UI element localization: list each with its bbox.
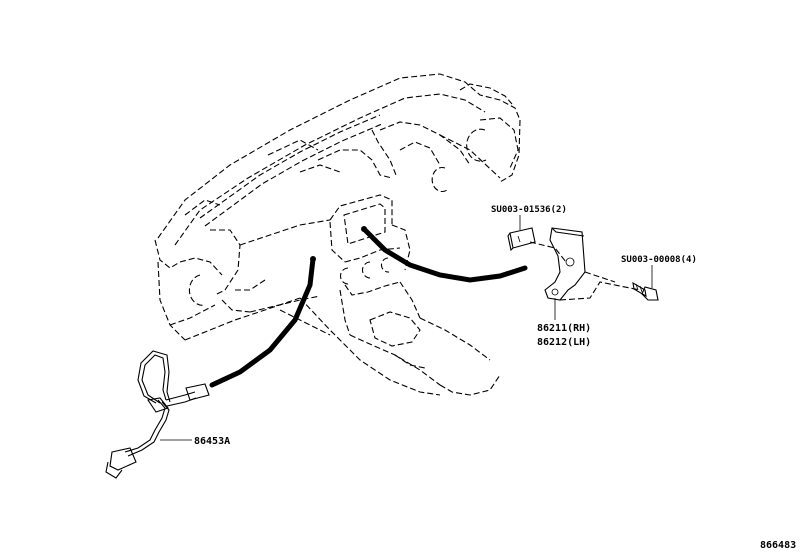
indicator-line-bracket	[361, 226, 528, 283]
dashboard-outline	[154, 73, 521, 396]
label-harness: 86453A	[194, 436, 230, 447]
indicator-line-harness	[209, 256, 316, 388]
indicator-lines	[209, 226, 528, 388]
wire-harness	[105, 350, 210, 479]
label-clip-part: SU003-01536(2)	[491, 205, 567, 215]
clip-part	[507, 215, 536, 252]
label-bracket-rh: 86211(RH)	[537, 323, 591, 334]
label-bracket-lh: 86212(LH)	[537, 337, 591, 348]
bolt-part	[632, 265, 659, 301]
bracket-part	[529, 227, 641, 320]
diagram-id: 866483	[760, 540, 796, 551]
label-bolt-part: SU003-00008(4)	[621, 255, 697, 265]
